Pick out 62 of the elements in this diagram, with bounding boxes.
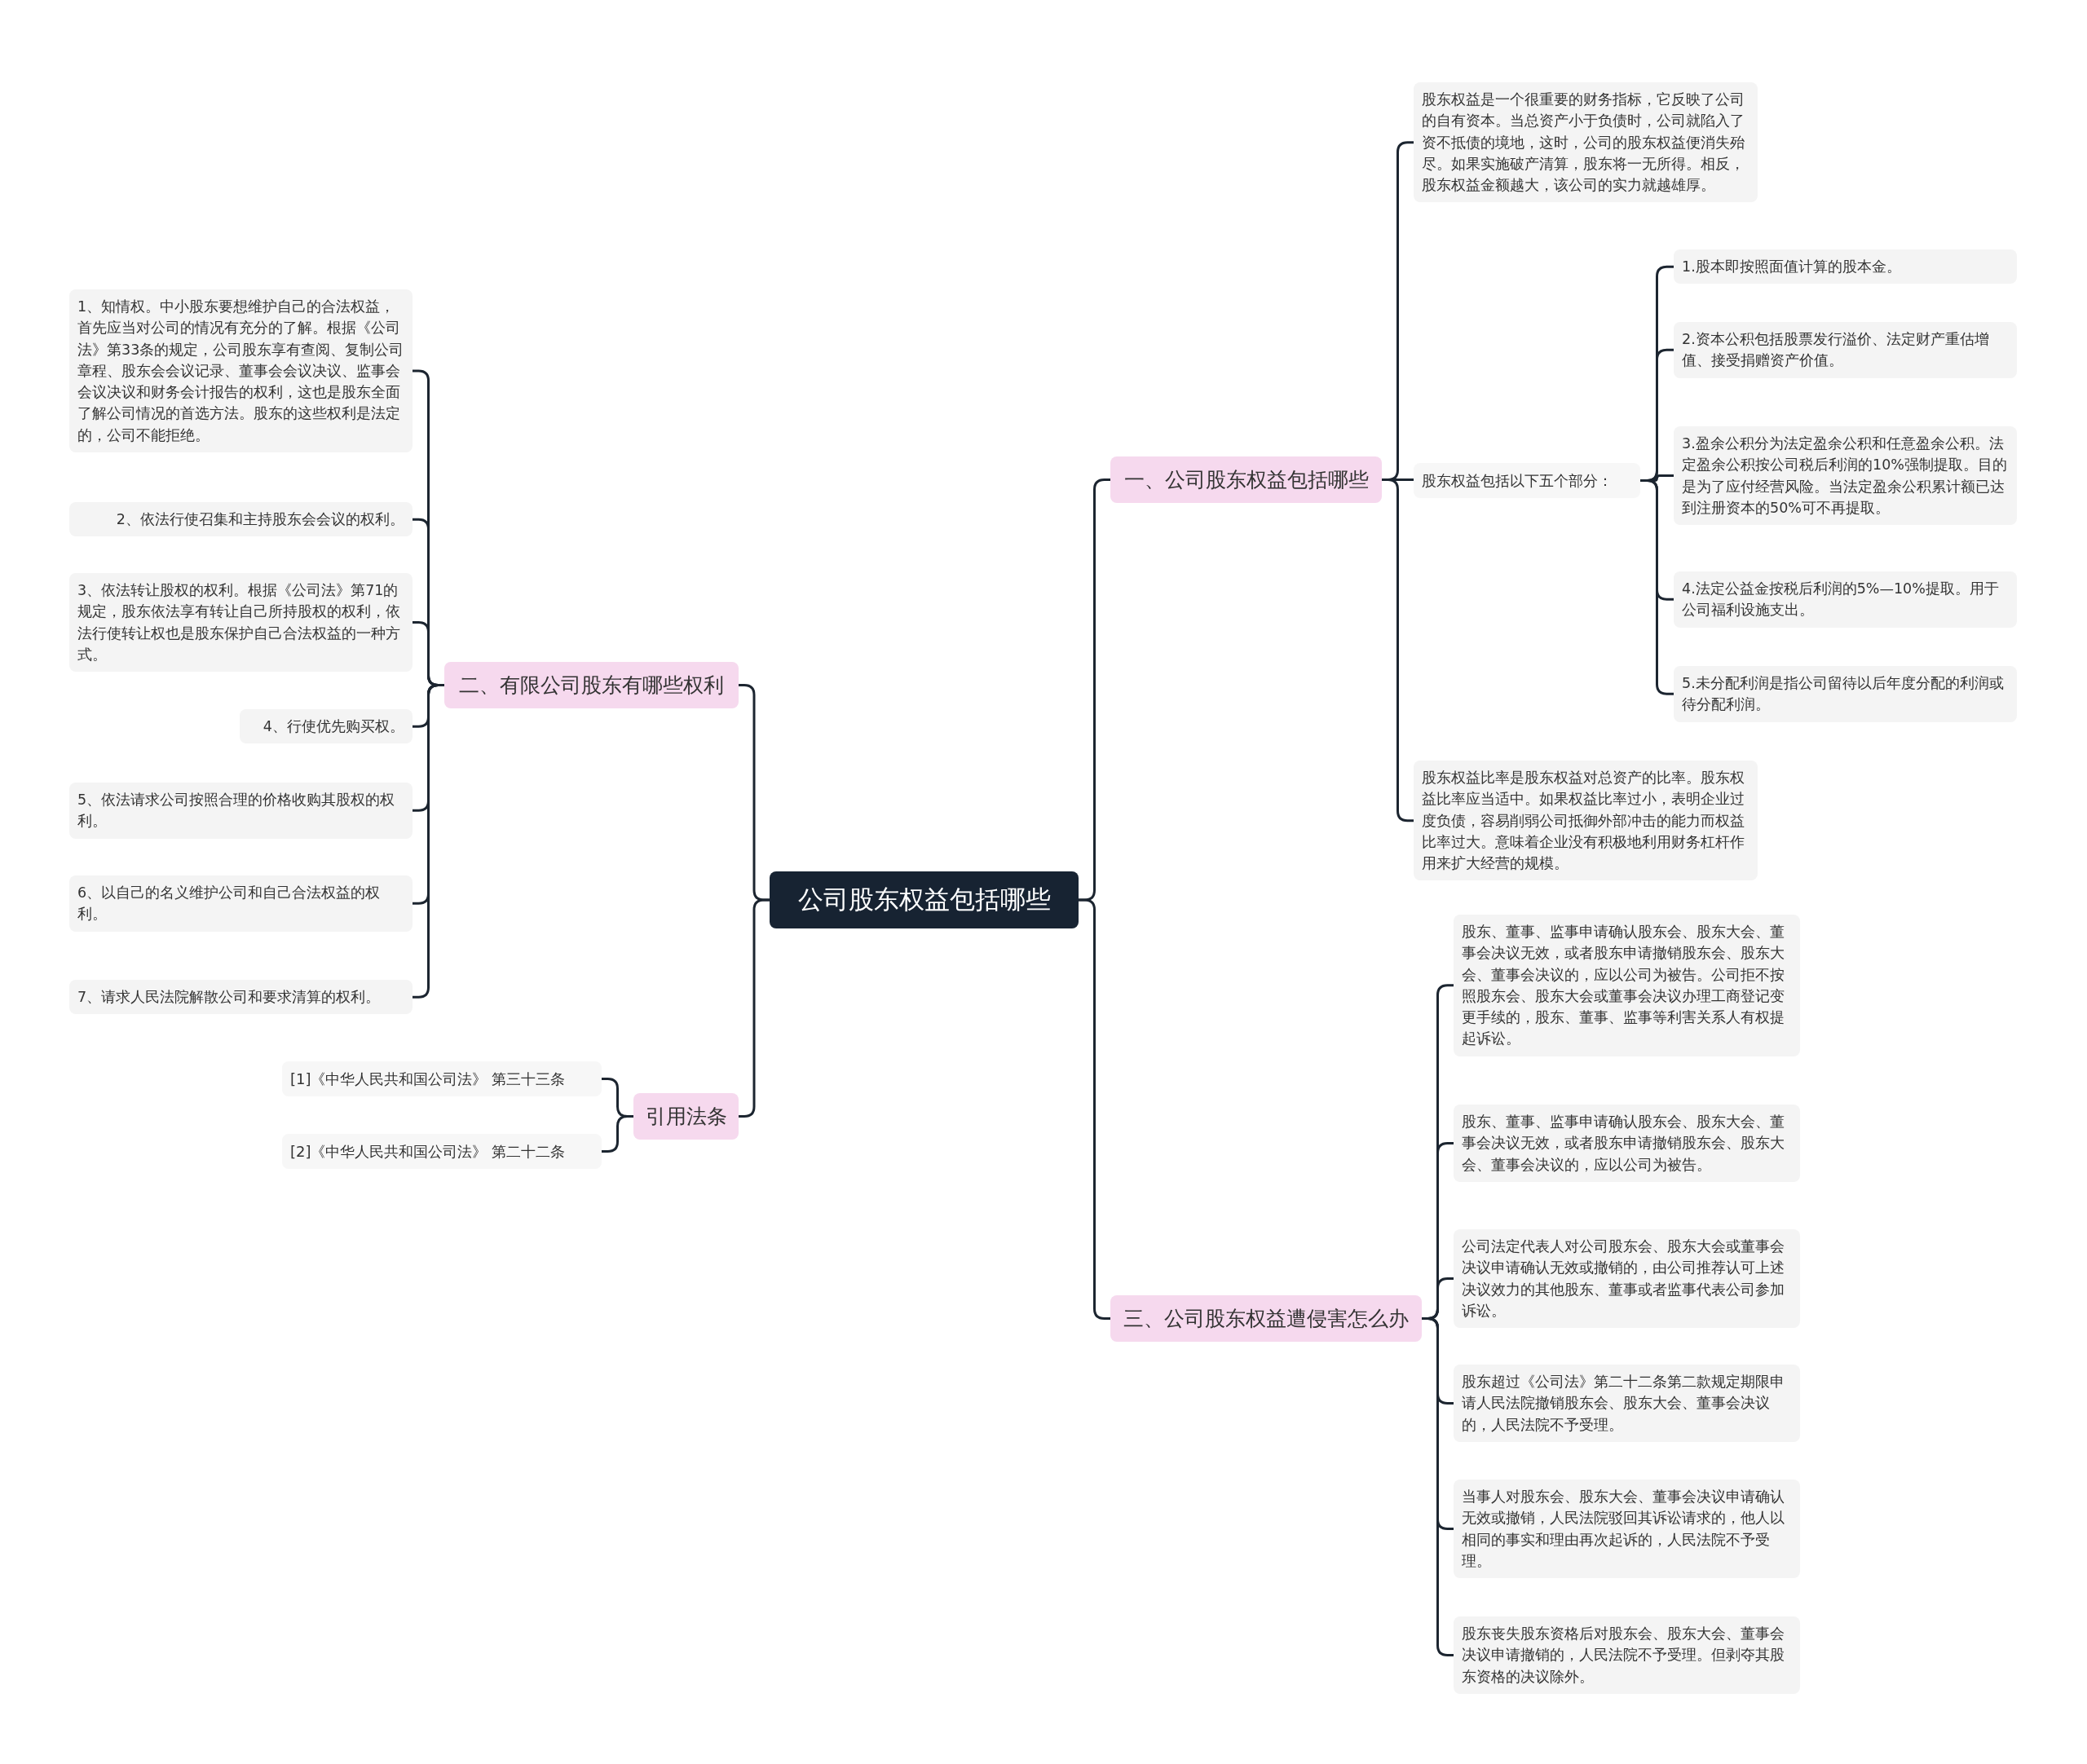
note-text: 4.法定公益金按税后利润的5%—10%提取。用于公司福利设施支出。 — [1682, 580, 2000, 620]
note-text: 公司法定代表人对公司股东会、股东大会或董事会决议申请确认无效或撤销的，由公司推荐认可上述决议效力的其他股东、董事或者监事代表公司参加诉讼。 — [1462, 1237, 1785, 1321]
note-card — [1454, 1480, 1800, 1578]
note-card — [69, 573, 413, 672]
central-topic-box — [770, 871, 1079, 928]
central-topic-text: 公司股东权益包括哪些 — [796, 884, 1052, 915]
subtopic-box — [282, 1061, 602, 1096]
branch-topic-text: 二、有限公司股东有哪些权利 — [458, 673, 725, 699]
connector-line — [1640, 479, 1674, 695]
note-card — [1414, 82, 1758, 203]
note-card — [69, 502, 413, 537]
branch-topic-text: 一、公司股东权益包括哪些 — [1123, 467, 1370, 493]
note-card — [69, 980, 413, 1015]
note-card — [1414, 761, 1758, 881]
note-text: 3、依法转让股权的权利。根据《公司法》第71的规定，股东依法享有转让自己所持股权的权利，依法行使转让权也是股东保护自己合法权益的一种方式。 — [77, 581, 401, 664]
branch-topic-box — [1110, 456, 1382, 503]
branch-topic-box — [444, 662, 739, 708]
connector-line — [1079, 898, 1110, 1320]
connector-line — [1422, 1317, 1454, 1656]
note-text: 股东权益是一个很重要的财务指标，它反映了公司的自有资本。当总资产小于负债时，公司就陷入了资不抵债的境地，这时，公司的股东权益便消失殆尽。如果实施破产清算，股东将一无所得。相反，股东权益金额越大，该公司的实力就越雄厚。 — [1422, 90, 1745, 195]
note-card — [240, 709, 413, 744]
note-text: 股东丧失股东资格后对股东会、股东大会、董事会决议申请撤销的，人民法院不予受理。但剥夺其股东资格的决议除外。 — [1462, 1625, 1785, 1687]
note-text: 6、以自己的名义维护公司和自己合法权益的权利。 — [77, 884, 382, 924]
note-text: 股东超过《公司法》第二十二条第二款规定期限申请人民法院撤销股东会、股东大会、董事会决议的，人民法院不予受理。 — [1462, 1373, 1785, 1435]
branch-topic-box — [1110, 1295, 1422, 1342]
note-card — [1674, 322, 2017, 378]
note-card — [69, 875, 413, 932]
subtopic-text: [2]《中华人民共和国公司法》 第二十二条 — [290, 1142, 567, 1162]
connector-line — [739, 898, 770, 1118]
note-card — [1454, 1365, 1800, 1442]
note-card — [1674, 571, 2017, 628]
branch-topic-text: 引用法条 — [644, 1104, 728, 1130]
note-text: 5.未分配利润是指公司留待以后年度分配的利润或待分配利润。 — [1682, 674, 2005, 715]
note-text: 1.股本即按照面值计算的股本金。 — [1682, 258, 1902, 276]
subtopic-text: [1]《中华人民共和国公司法》 第三十三条 — [290, 1069, 567, 1089]
note-card — [1674, 249, 2017, 284]
subtopic-box — [1414, 463, 1640, 498]
connector-line — [602, 1115, 633, 1153]
note-card — [1454, 1616, 1800, 1694]
note-text: 1、知情权。中小股东要想维护自己的合法权益，首先应当对公司的情况有充分的了解。根据《公司法》第33条的规定，公司股东享有查阅、复制公司章程、股东会会议记录、董事会会议决议、监事会会议决议和财务会计报告的权利，这也是股东全面了解公司情况的首选方法。股东的这些权利是法定的，公司不能拒绝。 — [77, 298, 404, 445]
branch-topic-box — [633, 1093, 739, 1140]
note-text: 7、请求人民法院解散公司和要求清算的权利。 — [77, 988, 382, 1007]
note-card — [69, 783, 413, 839]
note-card — [1454, 1105, 1800, 1182]
connector-line — [1382, 478, 1414, 822]
note-text: 4、行使优先购买权。 — [262, 717, 404, 736]
branch-topic-text: 三、公司股东权益遭侵害怎么办 — [1123, 1306, 1410, 1332]
note-card — [1674, 426, 2017, 525]
note-text: 当事人对股东会、股东大会、董事会决议申请确认无效或撤销，人民法院驳回其诉讼请求的，他人以相同的事实和理由再次起诉的，人民法院不予受理。 — [1462, 1488, 1785, 1571]
subtopic-box — [282, 1134, 602, 1169]
note-text: 股东权益比率是股东权益对总资产的比率。股东权益比率应当适中。如果权益比率过小，表明企业过度负债，容易削弱公司抵御外部冲击的能力而权益比率过大。意味着企业没有积极地利用财务杠杆作用来扩大经营的规模。 — [1422, 769, 1745, 873]
note-card — [1454, 1229, 1800, 1328]
connector-line — [413, 684, 444, 999]
note-text: 股东、董事、监事申请确认股东会、股东大会、董事会决议无效，或者股东申请撤销股东会、股东大会、董事会决议的，应以公司为被告。公司拒不按照股东会、股东大会或董事会决议办理工商登记变更手续的，股东、董事、监事等利害关系人有权提起诉讼。 — [1462, 923, 1785, 1049]
note-card — [1674, 666, 2017, 722]
note-text: 5、依法请求公司按照合理的价格收购其股权的权利。 — [77, 791, 396, 831]
note-text: 3.盈余公积分为法定盈余公积和任意盈余公积。法定盈余公积按公司税后利润的10%强制提取。目的是为了应付经营风险。当法定盈余公积累计额已达到注册资本的50%可不再提取。 — [1682, 434, 2008, 518]
subtopic-text: 股东权益包括以下五个部分： — [1422, 471, 1613, 491]
note-card — [1454, 915, 1800, 1056]
note-text: 2、依法行使召集和主持股东会会议的权利。 — [115, 510, 404, 529]
note-text: 股东、董事、监事申请确认股东会、股东大会、董事会决议无效，或者股东申请撤销股东会、股东大会、董事会决议的，应以公司为被告。 — [1462, 1113, 1785, 1175]
note-text: 2.资本公积包括股票发行溢价、法定财产重估增值、接受捐赠资产价值。 — [1682, 330, 1990, 371]
